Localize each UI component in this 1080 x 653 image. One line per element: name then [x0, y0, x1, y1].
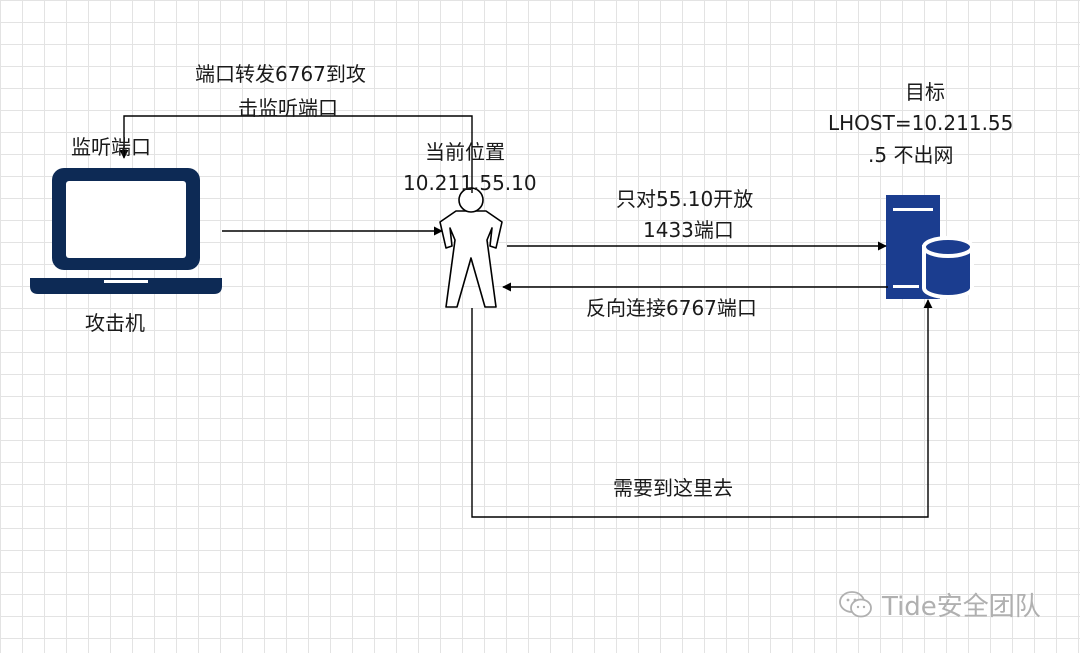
only-open-label-line1: 只对55.10开放 — [616, 187, 754, 211]
watermark-text: Tide安全团队 — [882, 592, 1041, 622]
reverse-connect-label: 反向连接6767端口 — [586, 296, 757, 320]
current-position-ip: 10.211.55.10 — [403, 171, 537, 195]
target-lhost-cont: .5 不出网 — [868, 143, 954, 167]
only-open-label-line2: 1433端口 — [643, 218, 734, 242]
port-forward-label-line1: 端口转发6767到攻 — [195, 62, 366, 86]
port-forward-label-line2: 击监听端口 — [238, 96, 338, 120]
target-title: 目标 — [905, 80, 945, 104]
laptop-icon — [30, 168, 222, 294]
need-to-go-arrow — [471, 299, 933, 518]
database-server-icon — [886, 195, 974, 299]
person-icon — [439, 187, 503, 308]
current-position-title: 当前位置 — [425, 140, 505, 164]
need-to-go-label: 需要到这里去 — [613, 476, 733, 500]
connectors — [119, 115, 933, 518]
port-forward-arrow — [119, 115, 473, 193]
watermark: Tide安全团队 — [838, 586, 1041, 623]
wechat-icon — [839, 590, 872, 617]
attacker-label: 攻击机 — [85, 311, 145, 335]
listen-port-label: 监听端口 — [71, 135, 151, 159]
target-lhost: LHOST=10.211.55 — [828, 111, 1014, 135]
